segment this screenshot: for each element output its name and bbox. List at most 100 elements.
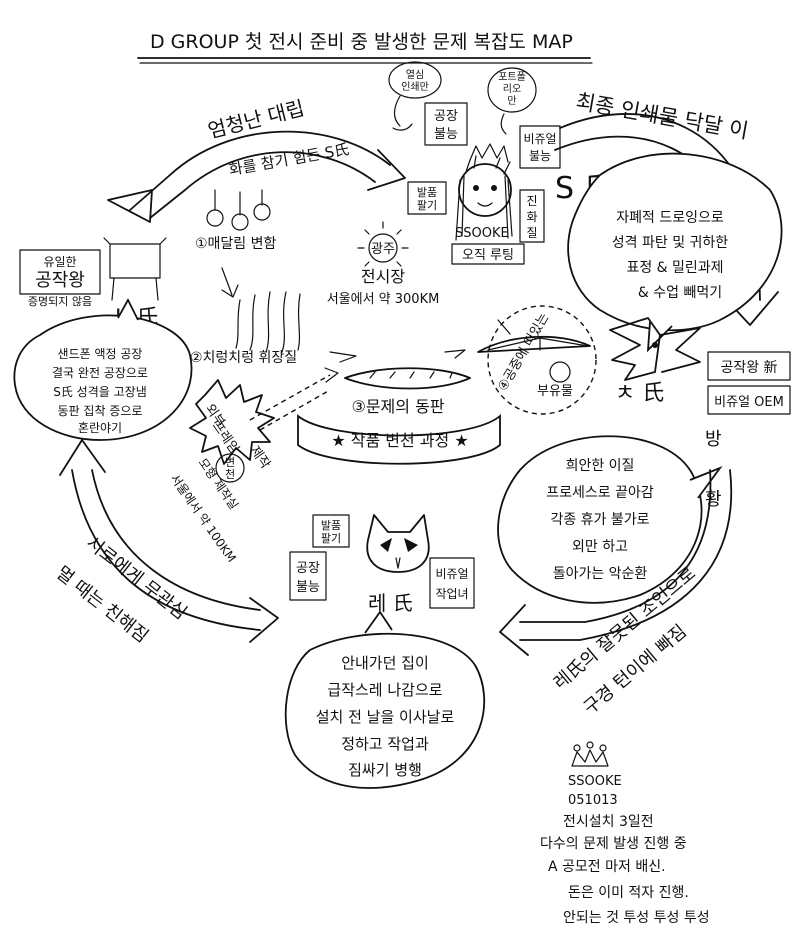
r-person: 발품 팔기 공장 불능 레 氏 비쥬얼 작업녀 안내가던 집이 급작스레 나감으…: [284, 514, 486, 789]
s-tag-right-line1: 진: [526, 194, 537, 208]
signature-block: SSOOKE 051013 전시설치 3일전 다수의 문제 발생 진행 중 A …: [540, 741, 710, 926]
k-bubble-line2: 결국 완전 공장으로: [52, 366, 148, 380]
right-bottom-bubble: 희안한 이질 프로세스로 끝아감 각종 휴가 불가로 외만 하고 돌아가는 악순…: [497, 435, 723, 604]
r-speech-bubble: 안내가던 집이 급작스레 나감으로 설치 전 날을 이사날로 정하고 작업과 짐…: [284, 610, 486, 789]
right-bubble-line4: 외만 하고: [572, 539, 628, 555]
step4-marker: [549, 361, 571, 383]
c-bubble-line3: 표정 & 밀린과제: [626, 260, 723, 276]
s-tag-left-line2: 팔기: [417, 199, 437, 212]
page-title: D GROUP 첫 전시 준비 중 발생한 문제 복잡도 MAP: [150, 31, 573, 53]
signature-date: 051013: [568, 793, 618, 808]
s-tag-right-box: 진 화 질: [519, 189, 545, 243]
c-tag1: 공작왕 新: [720, 360, 777, 376]
s-bubble-left-line2: 불능: [434, 127, 458, 142]
c-person: 자폐적 드로잉으로 성격 파탄 및 귀하한 표정 & 밀린과제 & 수업 빼먹기…: [567, 152, 791, 510]
banner-text: ★ 작품 변천 과정 ★: [331, 431, 468, 450]
floating-object-icon: [477, 305, 597, 415]
curtain-icon: [235, 291, 301, 353]
top-arrow-label-1: 엄청난 대립: [205, 96, 306, 143]
r-tag-right-line2: 작업녀: [435, 587, 468, 601]
process-banner: ★ 작품 변천 과정 ★: [297, 414, 501, 465]
step3-label: ③문제의 동판: [351, 397, 444, 416]
r-tag-right-box: 비쥬얼 작업녀: [429, 557, 475, 609]
right-bubble-line1: 희안한 이질: [566, 458, 635, 474]
s-trait-box: 오직 루팅: [451, 243, 525, 265]
s-thought-left-line1: 열심: [406, 69, 424, 81]
s-bubble-left-box: 공장 불능: [424, 102, 468, 146]
r-bubble-line3: 설치 전 날을 이사날로: [316, 708, 455, 726]
factory-center-line2: 천: [225, 467, 235, 481]
k-bubble-line3: S氏 성격을 고장냄: [53, 385, 147, 399]
r-bubble-line4: 정하고 작업과: [341, 735, 429, 753]
factory-label-2: 프레임: [209, 419, 242, 457]
signature-line4: 돈은 이미 적자 진행.: [568, 885, 689, 901]
k-box-label-line1: 유일한: [43, 255, 76, 269]
k-chair-icon: [103, 237, 167, 301]
s-trait: 오직 루팅: [462, 248, 514, 263]
s-person-name2: SSOOKE: [455, 226, 509, 241]
right-top-arrow-label: 최종 인쇄물 닥달 이: [574, 89, 750, 143]
venue-sun-icon: 광주: [357, 221, 409, 267]
c-bubble-line4: & 수업 빼먹기: [638, 285, 722, 301]
step4-label-b: 부유물: [537, 384, 573, 399]
k-bubble-line5: 혼란야기: [78, 421, 122, 435]
factory-burst: 변 천 외부 프레임 제작 모형 제작실 서울에서 약 100KM: [168, 379, 275, 565]
signature-line2: 다수의 문제 발생 진행 중: [540, 836, 687, 852]
right-bubble-line3: 각종 휴가 불가로: [550, 512, 649, 528]
signature-line3: A 공모전 마저 배신.: [548, 859, 666, 875]
c-bird-icon: [609, 317, 701, 381]
r-tag-left-line2: 불능: [296, 580, 320, 595]
s-tag-left-box: 발품 팔기: [407, 181, 447, 215]
right-bubble-line5: 돌아가는 악순환: [553, 566, 648, 582]
c-tag2-box: 비쥬얼 OEM: [707, 385, 791, 415]
right-side-arrow-label-1: 방: [705, 429, 722, 450]
signature-crown-icon: [571, 741, 609, 767]
s-bubble-right-line1: 비쥬얼: [523, 132, 556, 146]
signature-line1: 전시설치 3일전: [563, 814, 654, 830]
k-speech-bubble: 샌드폰 액정 공장 결국 완전 공장으로 S氏 성격을 고장냄 동판 집착 증으…: [13, 298, 193, 441]
s-thought-left: 열심 인쇄만: [388, 61, 442, 131]
k-box-label: 유일한 공작왕 증명되지 않음: [19, 249, 101, 308]
s-bubble-left-line1: 공장: [434, 109, 458, 124]
r-tag-left-line1: 공장: [296, 561, 320, 576]
r-tag-top-line2: 팔기: [321, 532, 341, 545]
hanging-lamps-icon: [206, 189, 271, 231]
s-tag-left-line1: 발품: [417, 186, 437, 199]
r-bubble-line2: 급작스레 나감으로: [327, 681, 442, 699]
r-tag-top-line1: 발품: [321, 519, 341, 532]
c-bubble-line2: 성격 파탄 및 귀하한: [612, 235, 729, 251]
r-person-name: 레 氏: [368, 591, 413, 615]
k-person: 유일한 공작왕 증명되지 않음 K 氏 샌드폰 액정 공장 결국 완전 공장으로…: [13, 237, 193, 441]
s-face-icon: [455, 155, 513, 241]
s-thought-right-line3: 만: [507, 95, 516, 107]
k-bubble-line4: 동판 집착 증으로: [58, 404, 143, 418]
s-thought-right-line1: 포트폴: [498, 71, 526, 83]
c-person-name: ㅊ 氏: [615, 381, 664, 406]
step1-label: ①매달림 변함: [195, 236, 277, 252]
s-bubble-right-box: 비쥬얼 불능: [519, 125, 561, 169]
c-speech-bubble: 자폐적 드로잉으로 성격 파탄 및 귀하한 표정 & 밀린과제 & 수업 빼먹기: [567, 152, 783, 353]
s-thought-left-line2: 인쇄만: [401, 81, 429, 93]
s-tag-right-line2: 화: [526, 210, 537, 224]
r-tag-left-box: 공장 불능: [289, 551, 327, 601]
signature-name: SSOOKE: [568, 774, 622, 789]
right-side-arrow-label-2: 황: [705, 489, 722, 510]
top-arrow-label-2: 화를 참기 힘든 S氏: [228, 140, 351, 179]
c-tag2: 비쥬얼 OEM: [714, 395, 784, 410]
venue-name: 광주: [371, 242, 395, 257]
r-bubble-line5: 짐싸기 병행: [348, 761, 422, 779]
top-arrow: 엄청난 대립 화를 참기 힘든 S氏: [107, 96, 406, 223]
c-bubble-line1: 자폐적 드로잉으로: [616, 210, 724, 226]
venue-sub: 서울에서 약 300KM: [327, 292, 440, 307]
s-crown-icon: [469, 143, 509, 163]
s-tag-right-line3: 질: [526, 226, 537, 240]
k-bubble-line1: 샌드폰 액정 공장: [58, 347, 143, 361]
right-bottom-arrow-label-2: 구경 턴이에 빠짐: [580, 621, 691, 719]
venue-label: 전시장: [361, 267, 405, 286]
title-block: D GROUP 첫 전시 준비 중 발생한 문제 복잡도 MAP: [137, 31, 593, 64]
c-tag1-box: 공작왕 新: [707, 351, 791, 381]
copper-plate-icon: [329, 349, 471, 390]
k-box-sub: 증명되지 않음: [28, 295, 92, 308]
r-tag-top-box: 발품 팔기: [312, 514, 350, 548]
